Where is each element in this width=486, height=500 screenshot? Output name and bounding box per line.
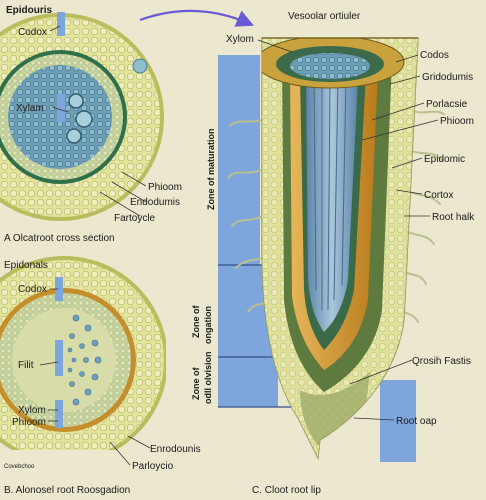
panel-c-label-xylem: Xylom: [226, 34, 254, 45]
panel-c-label-root-cap: Root oap: [396, 416, 437, 427]
panel-a-xylem-vessel: [75, 110, 93, 128]
zone-maturation-label: Zone of maturation: [206, 129, 216, 211]
panel-b-pith: [12, 308, 116, 412]
panel-a-cell-highlight: [132, 58, 148, 74]
panel-b-label-pericycle: Parloycio: [132, 461, 174, 472]
panel-a-label-epidermis: Epidouris: [6, 5, 53, 16]
panel-c-label-cortex: Cortox: [424, 190, 453, 201]
panel-a-cross-section: Epidouris Codox Xylam Phioom Endodumis F…: [0, 5, 182, 244]
panel-c-label-growth-factor: Qrosih Fastis: [412, 356, 471, 367]
panel-c-label-pericycle: Porlacsie: [426, 99, 468, 110]
curved-arrow-icon: [139, 9, 255, 27]
panel-b-caption: B. Alonosel root Roosgadion: [4, 485, 130, 496]
panel-b-xylem-marker: [55, 400, 63, 428]
panel-b-label-cortex: Codox: [18, 284, 47, 295]
zone-elongation-label-2: ongation: [203, 306, 213, 344]
zone-division-label-2: odll olvision: [203, 351, 213, 404]
panel-a-xylem-vessel: [68, 93, 84, 109]
top-stele: [290, 53, 370, 79]
panel-a-label-cortex: Codox: [18, 27, 47, 38]
panel-a-label-endodermis: Endodumis: [130, 197, 180, 208]
panel-a-label-phloem: Phioom: [148, 182, 182, 193]
zone-elongation-label-1: Zone of: [191, 305, 201, 338]
panel-b-pith-marker: [55, 340, 63, 376]
panel-b-label-phloem: Phioom: [12, 417, 46, 428]
panel-c-label-phloem: Phioom: [440, 116, 474, 127]
panel-b-cross-section: Epidonals Codox Filit Xylom Phioom Enrod…: [0, 256, 201, 496]
panel-b-cortex-marker: [55, 277, 63, 301]
panel-c-label-root-hair: Root halk: [432, 212, 475, 223]
panel-c-label-endodermis: Gridodumis: [422, 72, 473, 83]
panel-c-root-tip: Vesoolar ortiuler Xylom Codos Gridodumis…: [191, 11, 475, 496]
panel-c-title: Vesoolar ortiuler: [288, 11, 361, 22]
panel-a-caption: A Olcatroot cross section: [4, 233, 115, 244]
root-cap-tissue: [300, 372, 370, 446]
panel-b-label-pith: Filit: [18, 360, 34, 371]
panel-b-small-note: Covebchoo: [4, 464, 35, 470]
xylem-vessels: [313, 79, 347, 311]
panel-c-label-epidermis: Epidomic: [424, 154, 465, 165]
panel-a-cortex-marker: [57, 12, 65, 36]
panel-a-xylem-vessel: [66, 128, 82, 144]
panel-c-caption: C. Cloot root lip: [252, 485, 321, 496]
panel-a-label-xylem: Xylam: [16, 103, 44, 114]
zone-maturation-bar: [218, 55, 260, 265]
panel-b-label-xylem: Xylom: [18, 405, 46, 416]
panel-c-label-cortex-top: Codos: [420, 50, 449, 61]
root-cap-bar: [380, 380, 416, 462]
panel-a-label-pericycle: Fartoycle: [114, 213, 156, 224]
panel-b-vascular-ring: [67, 314, 102, 406]
zone-division-label-1: Zone of: [191, 367, 201, 400]
panel-b-label-endodermis: Enrodounis: [150, 444, 201, 455]
zone-division-bar: [218, 357, 278, 407]
panel-a-xylem-marker: [57, 94, 65, 122]
panel-b-label-epidermis: Epidonals: [4, 260, 48, 271]
